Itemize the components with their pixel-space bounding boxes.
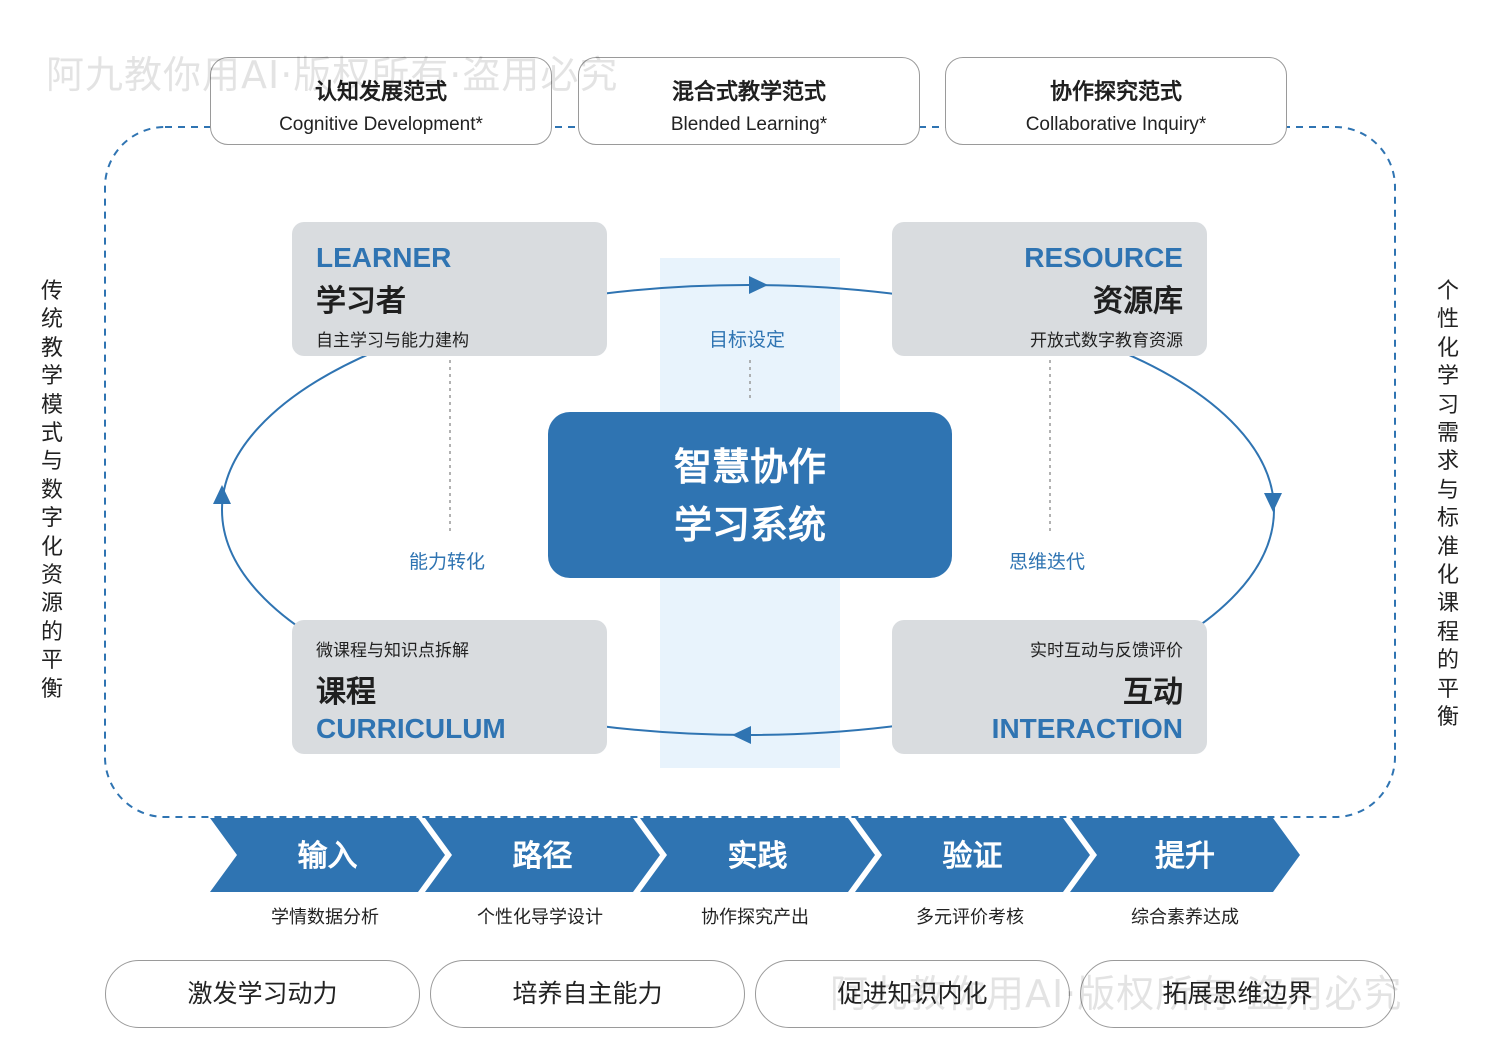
node-interaction: 实时互动与反馈评价 互动 INTERACTION [892, 620, 1207, 754]
paradigm-cognitive: 认知发展范式 Cognitive Development* [210, 57, 552, 145]
step-chevron-3 [640, 818, 875, 892]
step-chevron-2 [425, 818, 660, 892]
node-zh-label: 课程 [316, 675, 376, 710]
side-text-right: 个性化学习需求与标准化课程的平衡 [1436, 279, 1459, 731]
arrow-down-icon [1264, 493, 1282, 512]
step-chevron-1 [210, 818, 445, 892]
node-description: 开放式数字教育资源 [1030, 331, 1183, 351]
paradigm-blended: 混合式教学范式 Blended Learning* [578, 57, 920, 145]
node-learner: LEARNER 学习者 自主学习与能力建构 [292, 222, 607, 356]
step-chevron-4 [855, 818, 1090, 892]
center-title-line2: 学习系统 [673, 503, 826, 547]
node-description: 微课程与知识点拆解 [316, 641, 469, 661]
node-resource: RESOURCE 资源库 开放式数字教育资源 [892, 222, 1207, 356]
flow-label-goal: 目标设定 [709, 329, 786, 351]
node-zh-label: 学习者 [316, 284, 406, 319]
step-sub-label: 个性化导学设计 [477, 907, 603, 928]
arrow-left-icon [732, 726, 751, 744]
step-sub-label: 协作探究产出 [701, 907, 809, 928]
node-en-label: RESOURCE [1024, 242, 1183, 273]
watermark-bottom: 阿九教你用AI·版权所有·盗用必究 [830, 972, 1403, 1016]
flow-label-thinking: 思维迭代 [1009, 551, 1086, 573]
node-en-label: LEARNER [316, 242, 452, 273]
goal-pill: 培养自主能力 [430, 960, 745, 1028]
step-chevron-5 [1070, 818, 1300, 892]
center-system-box: 智慧协作 学习系统 [548, 412, 952, 578]
step-sub-label: 多元评价考核 [916, 907, 1024, 928]
step-label: 实践 [727, 839, 788, 874]
arrow-right-icon [749, 276, 768, 294]
step-sub-label: 学情数据分析 [271, 907, 379, 928]
node-zh-label: 资源库 [1093, 284, 1183, 319]
step-label: 路径 [512, 839, 573, 874]
watermark-top: 阿九教你用AI·版权所有·盗用必究 [46, 53, 619, 97]
step-sub-label: 综合素养达成 [1131, 907, 1239, 928]
paradigm-collaborative: 协作探究范式 Collaborative Inquiry* [945, 57, 1287, 145]
node-curriculum: 微课程与知识点拆解 课程 CURRICULUM [292, 620, 607, 754]
paradigm-en: Cognitive Development* [279, 114, 483, 135]
node-description: 实时互动与反馈评价 [1030, 641, 1183, 661]
center-title-line1: 智慧协作 [673, 445, 826, 489]
arrow-up-icon [213, 485, 231, 504]
step-label: 验证 [942, 839, 1003, 874]
paradigm-en: Blended Learning* [670, 114, 828, 135]
step-label: 输入 [297, 839, 358, 874]
goal-pill: 促进知识内化 [755, 960, 1070, 1028]
node-en-label: INTERACTION [991, 713, 1183, 744]
node-en-label: CURRICULUM [316, 713, 506, 744]
goal-pill: 激发学习动力 [105, 960, 420, 1028]
flow-label-ability: 能力转化 [409, 551, 486, 573]
paradigm-zh: 混合式教学范式 [671, 80, 826, 105]
paradigm-zh: 认知发展范式 [314, 80, 447, 105]
node-zh-label: 互动 [1123, 675, 1183, 710]
node-description: 自主学习与能力建构 [316, 331, 469, 351]
step-label: 提升 [1155, 839, 1215, 874]
paradigm-zh: 协作探究范式 [1049, 80, 1182, 105]
paradigm-en: Collaborative Inquiry* [1025, 114, 1207, 135]
goal-pill: 拓展思维边界 [1080, 960, 1395, 1028]
side-text-left: 传统教学模式与数字化资源的平衡 [40, 279, 63, 702]
